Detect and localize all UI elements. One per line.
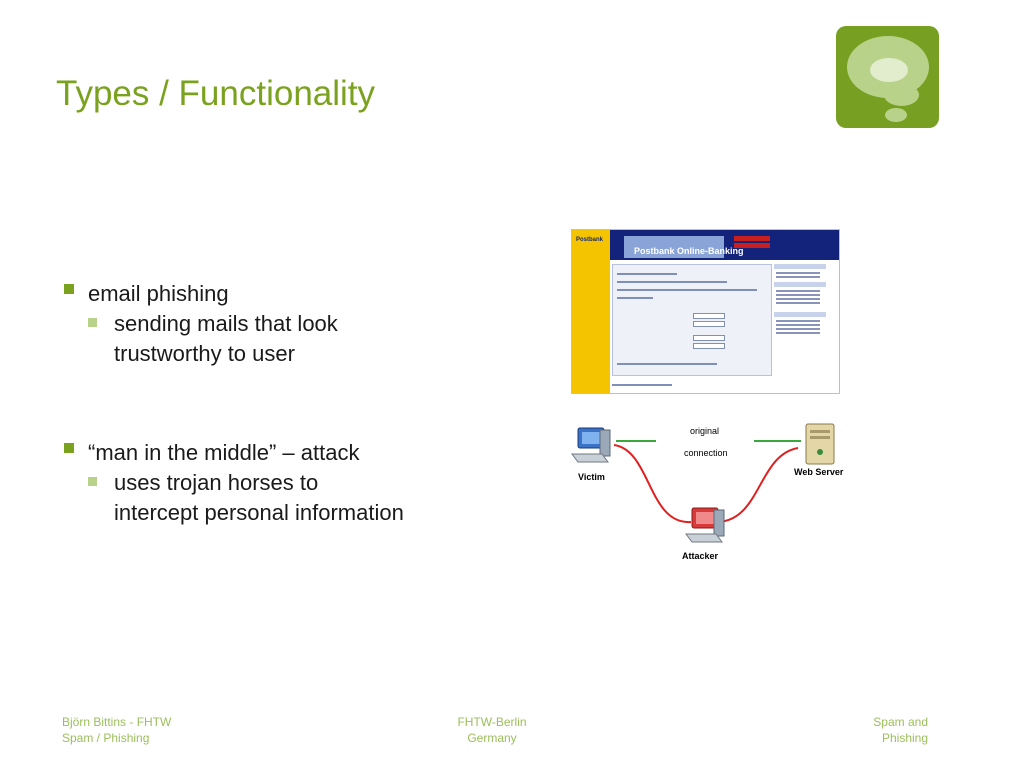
sub-bullet-line: sending mails that look (114, 311, 338, 336)
sub-bullet-line: trustworthy to user (114, 341, 295, 366)
speech-bubbles-logo-icon (836, 26, 939, 128)
screenshot-right-column (774, 264, 826, 354)
mitm-diagram: original connection Victim Web Server At… (566, 420, 856, 570)
attack-path-right (717, 447, 799, 523)
footer-title-line-1: Spam and (873, 715, 928, 729)
original-label: original (690, 426, 720, 436)
footer-title-line-2: Phishing (881, 731, 928, 745)
postbank-brand-label: Postbank (576, 237, 604, 243)
footer-center: FHTW-Berlin Germany (452, 714, 532, 746)
screenshot-red-button (734, 236, 770, 241)
screenshot-login-panel (612, 264, 772, 376)
bullet-list: email phishing sending mails that look t… (62, 280, 482, 528)
victim-label: Victim (578, 472, 605, 482)
footer-country: Germany (467, 731, 517, 745)
slide-title: Types / Functionality (56, 74, 376, 113)
screenshot-footer-links (612, 384, 672, 386)
footer-left: Björn Bittins - FHTW Spam / Phishing (62, 714, 171, 746)
postbank-phishing-screenshot: Postbank Postbank Online-Banking (571, 229, 840, 394)
footer-institution: FHTW-Berlin (457, 715, 527, 729)
mitm-diagram-graphic (571, 423, 835, 543)
bullet-man-in-the-middle: “man in the middle” – attack (62, 439, 482, 466)
sub-bullet-line: uses trojan horses to (114, 470, 319, 495)
screenshot-banner-text: Postbank Online-Banking (634, 246, 744, 256)
footer-topic: Spam / Phishing (62, 731, 150, 745)
footer-author: Björn Bittins - FHTW (62, 715, 172, 729)
web-server-icon (805, 423, 835, 465)
screenshot-banner (624, 236, 724, 258)
victim-computer-icon (571, 427, 611, 463)
attacker-label: Attacker (682, 551, 719, 561)
sub-bullet-trojan-horses: uses trojan horses to intercept personal… (88, 468, 482, 528)
connection-label: connection (684, 448, 728, 458)
attacker-computer-icon (685, 507, 725, 543)
sub-bullet-sending-mails: sending mails that look trustworthy to u… (88, 309, 482, 369)
screenshot-sidebar (572, 230, 610, 393)
screenshot-red-button (734, 243, 770, 248)
web-server-label: Web Server (794, 467, 844, 477)
bullet-email-phishing: email phishing (62, 280, 482, 307)
footer-right: Spam and Phishing (873, 714, 928, 746)
sub-bullet-line: intercept personal information (114, 500, 404, 525)
attack-path-left (613, 444, 692, 524)
